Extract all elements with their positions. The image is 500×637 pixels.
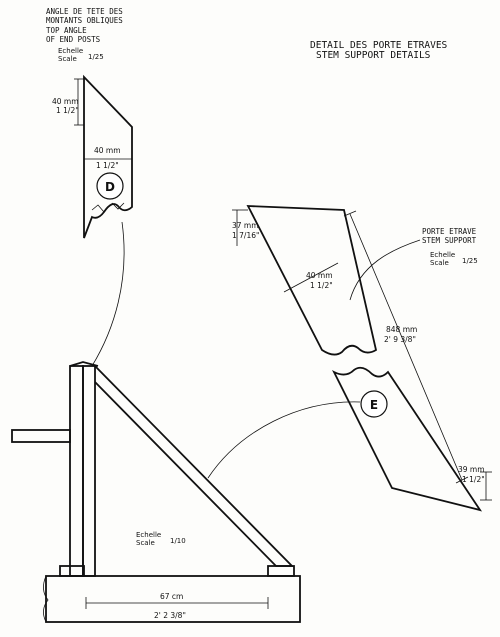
e-scale-value: 1/25 xyxy=(462,257,478,265)
e-length-mm: 848 mm xyxy=(386,325,417,334)
vertical-post-inner xyxy=(82,365,96,577)
e-length-in: 2' 9 3/8" xyxy=(384,335,416,344)
e-bottom-in: 1 1/2" xyxy=(462,475,485,484)
top-angle-title-en-2: OF END POSTS xyxy=(46,35,101,44)
base-block-left xyxy=(59,565,85,577)
base-in: 2' 2 3/8" xyxy=(154,611,186,620)
callout-d-circle xyxy=(96,172,124,200)
e-bottom-mm: 39 mm xyxy=(458,465,485,474)
e-label-en: STEM SUPPORT xyxy=(422,236,477,245)
break-line xyxy=(43,575,49,623)
scale-word-en-1: Scale xyxy=(58,55,77,63)
base-cm: 67 cm xyxy=(160,592,183,601)
dim-tick xyxy=(343,210,357,217)
main-assembly xyxy=(11,361,301,623)
leader-e xyxy=(207,401,361,479)
post-top xyxy=(69,361,99,367)
break-lines xyxy=(91,202,125,213)
detail-d-part xyxy=(83,74,133,239)
base-beam xyxy=(45,575,301,623)
d-width-in: 1 1/2" xyxy=(96,161,119,170)
scale-value-1: 1/25 xyxy=(88,53,104,61)
stem-support-upper xyxy=(246,205,378,356)
top-angle-title-fr-1: ANGLE DE TETE DES xyxy=(46,7,123,16)
main-scale-word-en: Scale xyxy=(136,539,155,547)
vertical-post xyxy=(69,365,84,577)
dim-line-e-width xyxy=(283,262,339,293)
e-scale-word-fr: Echelle xyxy=(430,251,455,259)
top-angle-title-en-1: TOP ANGLE xyxy=(46,26,87,35)
d-height-in: 1 1/2" xyxy=(56,106,79,115)
callout-d-label: D xyxy=(105,180,115,194)
top-angle-title-fr-2: MONTANTS OBLIQUES xyxy=(46,16,123,25)
e-top-in: 1 7/16" xyxy=(232,231,259,240)
dim-line-e-length xyxy=(349,213,463,481)
stem-title-fr: DETAIL DES PORTE ETRAVES xyxy=(310,40,448,51)
callout-e-circle xyxy=(360,390,388,418)
e-top-mm: 37 mm xyxy=(232,221,259,230)
d-width-mm: 40 mm xyxy=(94,146,121,155)
e-width-in: 1 1/2" xyxy=(310,281,333,290)
e-scale-word-en: Scale xyxy=(430,259,449,267)
stem-support-lower xyxy=(331,366,483,512)
end-post-outline xyxy=(83,74,133,239)
stem-title-en: STEM SUPPORT DETAILS xyxy=(316,50,431,61)
main-scale-value: 1/10 xyxy=(170,537,186,545)
horizontal-member xyxy=(11,429,71,443)
e-width-mm: 40 mm xyxy=(306,271,333,280)
scale-word-fr-1: Echelle xyxy=(58,47,83,55)
diagonal-support xyxy=(94,365,295,567)
e-label-fr: PORTE ETRAVE xyxy=(422,227,477,236)
main-scale-word-fr: Echelle xyxy=(136,531,161,539)
base-block-right xyxy=(267,565,295,577)
d-height-mm: 40 mm xyxy=(52,97,79,106)
leader-d xyxy=(91,221,125,367)
dim-tick xyxy=(455,476,469,484)
callout-e-label: E xyxy=(370,398,378,412)
detail-e-part xyxy=(246,205,483,512)
leader-e-label xyxy=(349,239,421,301)
